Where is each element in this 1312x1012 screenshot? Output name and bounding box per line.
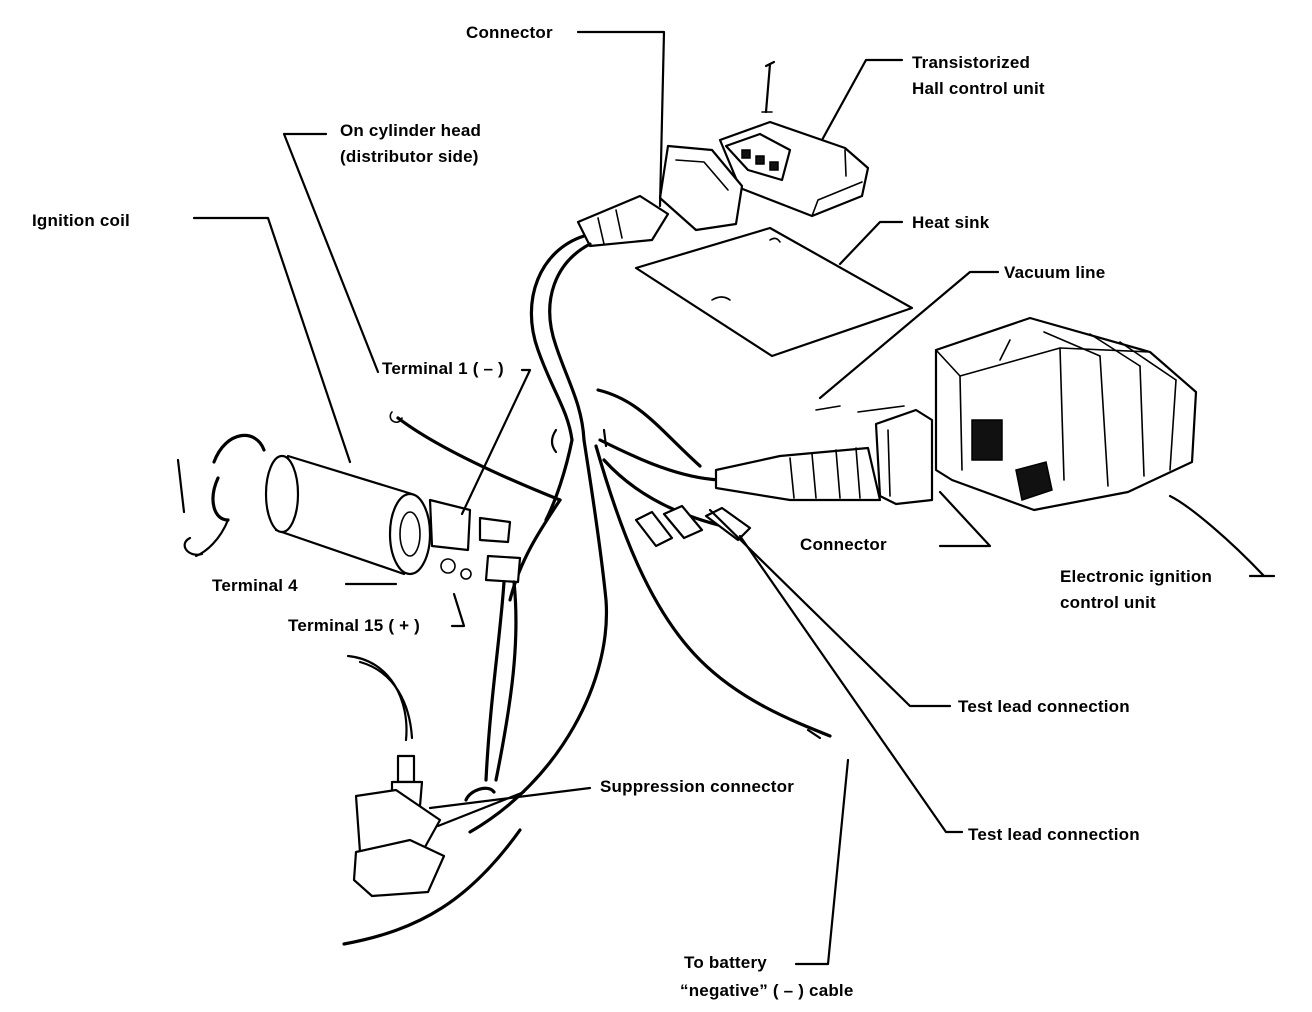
suppression-connectors [342,654,522,946]
label-vacuum-line: Vacuum line [1004,263,1106,282]
leader-lines [192,30,1276,966]
label-battery-line1: To battery [684,953,767,972]
wiring-harness [468,234,832,834]
label-connector-top: Connector [466,23,553,42]
label-electronic-control-unit-line1: Electronic ignition [1060,567,1213,586]
test-lead-connectors [634,504,752,548]
hall-connector [576,144,744,248]
coil-bracket [176,433,266,558]
label-terminal-4: Terminal 4 [212,576,298,595]
label-cylinder-head-line1: On cylinder head [340,121,482,140]
control-unit-connector [714,405,934,506]
label-connector-right: Connector [800,535,887,554]
label-hall-control-unit-line2: Hall control unit [912,79,1045,98]
label-battery-line2: “negative” ( – ) cable [680,981,854,1000]
mounting-screw [761,60,776,114]
label-cylinder-head-line2: (distributor side) [340,147,479,166]
label-electronic-control-unit-line2: control unit [1060,593,1156,612]
ignition-coil [264,454,522,584]
heat-sink-plate [634,226,914,358]
label-hall-control-unit-line1: Transistorized [912,53,1031,72]
label-test-lead-connection-2: Test lead connection [968,825,1140,844]
label-suppression-connector: Suppression connector [600,777,795,796]
label-test-lead-connection-1: Test lead connection [958,697,1130,716]
label-terminal-15: Terminal 15 ( + ) [288,616,421,635]
electronic-control-unit [934,316,1198,512]
label-heat-sink: Heat sink [912,213,990,232]
label-ignition-coil: Ignition coil [32,211,130,230]
label-terminal-1: Terminal 1 ( – ) [382,359,504,378]
coil-wiring [389,411,562,802]
hall-control-unit [718,120,870,218]
